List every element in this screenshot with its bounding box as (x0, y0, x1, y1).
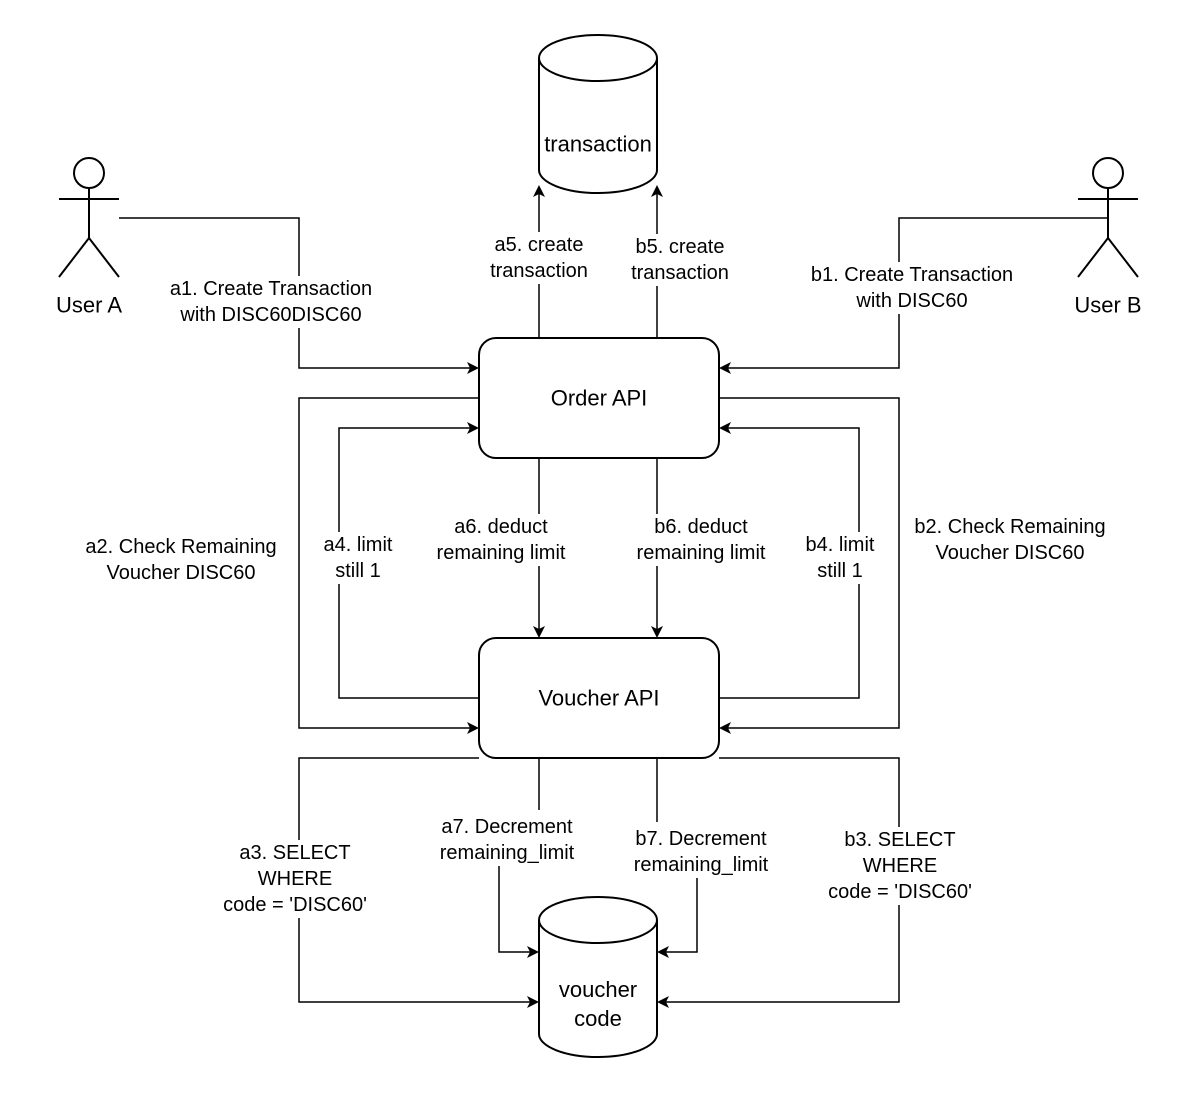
transaction-db-label: transaction (544, 131, 652, 157)
transaction-database-icon (538, 34, 658, 194)
voucher-api-label: Voucher API (538, 685, 660, 711)
user-b-actor-icon (1077, 157, 1139, 278)
edge-a2-line (298, 397, 479, 734)
edge-a7-line-lower (498, 866, 539, 958)
voucher-code-database-icon (538, 896, 658, 1058)
user-b-label: User B (1074, 292, 1142, 318)
edge-b2-line (719, 397, 900, 734)
user-a-label: User A (55, 292, 123, 318)
order-api-label: Order API (550, 385, 648, 411)
user-a-actor-icon (58, 157, 120, 278)
edge-b7-line-lower (657, 878, 698, 958)
